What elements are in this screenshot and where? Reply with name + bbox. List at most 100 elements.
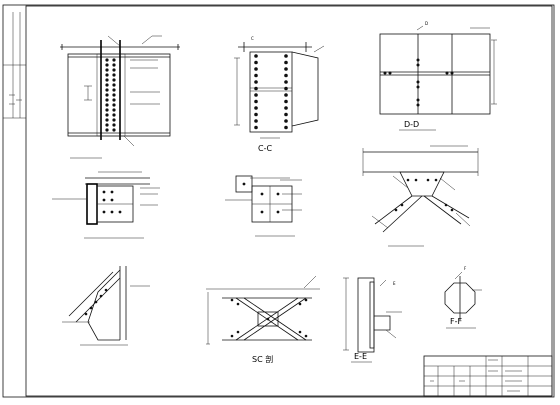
bolt-mark [84,312,88,316]
marker-f: F [464,266,467,271]
bolt-mark [254,54,258,58]
bolt-mark [102,198,106,202]
label-section-f: F-F [450,317,462,326]
bolt-mark [102,190,106,194]
bolt-group [242,182,280,214]
bolt-mark [304,298,308,302]
bolt-mark [112,108,116,112]
bolt-group [105,58,116,132]
bolt-mark [298,302,302,306]
bolt-mark [112,93,116,97]
bolt-mark [400,203,404,207]
bolt-mark [112,98,116,102]
bolt-mark [254,119,258,123]
detail-bracket-left [52,171,160,239]
bolt-group [102,190,122,214]
bolt-mark [112,118,116,122]
bolt-mark [276,210,280,214]
sheet-frame [2,4,555,398]
bolt-mark [112,113,116,117]
bolt-mark [118,210,122,214]
bolt-mark [94,300,98,304]
bolt-mark [266,317,270,321]
bolt-mark [105,98,109,102]
bolt-mark [254,86,258,91]
bolt-mark [105,123,109,127]
bolt-mark [304,334,308,338]
bolt-mark [284,93,288,97]
bolt-mark [444,203,448,207]
bolt-mark [298,330,302,334]
marker-c: C [251,36,254,41]
bolt-mark [112,123,116,127]
label-section-e: E-E [354,352,367,361]
bolt-mark [254,73,258,78]
bolt-mark [414,178,418,182]
title-block [423,355,553,397]
bolt-mark [254,112,258,117]
bolt-mark [450,71,454,75]
bolt-mark [105,83,109,87]
bolt-mark [230,334,234,338]
bolt-mark [105,128,109,132]
bolt-group [230,298,308,338]
bolt-mark [254,67,258,71]
bolt-mark [112,128,116,132]
bolt-mark [112,83,116,87]
bolt-mark [112,68,116,72]
bolt-mark [394,208,398,212]
detail-gusset-lower-left [62,266,150,346]
bolt-mark [284,80,288,84]
bolt-mark [254,93,258,97]
bolt-mark [434,178,438,182]
bolt-mark [89,306,93,310]
bolt-mark [406,178,410,182]
bolt-mark [445,71,449,75]
bolt-mark [236,302,240,306]
bolt-mark [416,85,420,89]
bolt-mark [284,60,288,65]
bolt-mark [284,112,288,117]
bolt-mark [236,330,240,334]
bolt-mark [105,58,109,62]
bolt-group [254,54,288,130]
bolt-mark [416,80,420,84]
section-sc-view [206,275,320,345]
bolt-mark [112,63,116,67]
section-f-view [444,271,482,329]
bolt-mark [416,63,420,67]
bolt-mark [105,88,109,92]
detail-v-brace [362,145,479,247]
label-section-c: C-C [258,144,272,153]
bolt-mark [102,210,106,214]
label-section-sc: SC 剖 [252,354,273,364]
bolt-mark [242,182,246,186]
bolt-mark [284,54,288,58]
bolt-mark [105,93,109,97]
label-section-d: D-D [404,120,419,129]
bolt-mark [105,103,109,107]
bolt-mark [254,80,258,84]
bolt-mark [383,71,387,75]
bolt-mark [112,88,116,92]
bolt-mark [105,63,109,67]
bolt-mark [105,118,109,122]
bolt-mark [426,178,430,182]
bolt-mark [416,98,420,102]
bolt-mark [99,294,103,298]
bolt-mark [284,86,288,91]
bolt-mark [112,58,116,62]
bolt-mark [284,106,288,110]
bolt-mark [284,99,288,104]
bolt-mark [112,73,116,77]
bolt-mark [110,190,114,194]
bolt-mark [112,103,116,107]
bolt-mark [260,192,264,196]
bolt-mark [105,68,109,72]
bolt-mark [388,71,392,75]
bolt-mark [284,67,288,71]
bolt-mark [105,78,109,82]
bolt-mark [104,288,108,292]
bolt-group [84,288,108,316]
